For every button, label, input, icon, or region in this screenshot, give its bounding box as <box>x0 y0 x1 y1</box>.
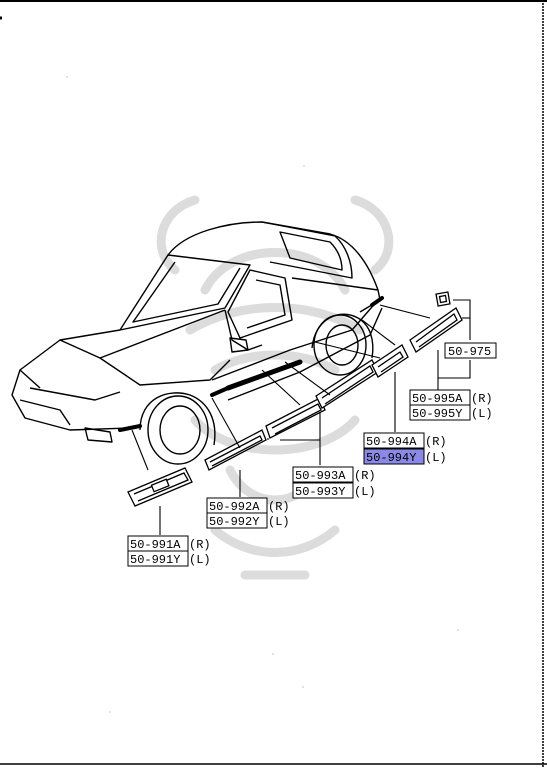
molding-piece-994 <box>371 344 409 378</box>
guide-994 <box>314 341 381 359</box>
molding-front-strip <box>118 424 142 432</box>
molding-pieces <box>127 291 463 507</box>
callout-box-995y <box>409 404 471 421</box>
part-code-992y: 50-992Y <box>209 515 259 529</box>
clip-piece-975 <box>435 291 451 307</box>
car-rear-glass-inner <box>279 231 343 271</box>
guide-994-b <box>361 319 396 346</box>
callout-992[interactable]: 50-992A (R) 50-992Y (L) <box>206 497 290 529</box>
car-side-window <box>227 269 293 339</box>
samurai-helmet-watermark-icon <box>156 195 394 580</box>
part-side-992a: (R) <box>268 500 290 514</box>
leader-lines <box>131 299 471 535</box>
callout-box-991y <box>127 550 189 567</box>
car-side-mirror <box>229 337 249 353</box>
leader-975 <box>453 299 471 340</box>
car-windshield <box>119 254 251 331</box>
part-code-994y: 50-994Y <box>366 451 416 465</box>
callout-995[interactable]: 50-995A (R) 50-995Y (L) <box>409 389 493 421</box>
car-headlight-line <box>29 387 121 401</box>
car-front-wheel-arch <box>139 392 216 446</box>
car-windshield-inner <box>132 261 241 323</box>
callout-994[interactable]: 50-994A (R) 50-994Y (L) <box>363 432 447 465</box>
car-body-illustration <box>11 221 383 465</box>
part-side-991y: (L) <box>189 553 211 567</box>
car-front-hub <box>159 405 201 455</box>
callout-box-993y <box>292 482 354 499</box>
part-code-995y: 50-995Y <box>412 407 462 421</box>
molding-piece-992 <box>204 429 267 471</box>
part-side-991a: (R) <box>189 538 211 552</box>
molding-door-strip <box>225 359 303 391</box>
molding-piece-993 <box>265 359 379 439</box>
car-hood <box>19 329 121 389</box>
part-side-992y: (L) <box>268 515 290 529</box>
body-molding-strips <box>118 296 384 432</box>
part-code-991a: 50-991A <box>130 538 181 552</box>
car-rear-glass <box>261 221 353 279</box>
molding-door-front-strip <box>210 386 230 397</box>
molding-piece-995 <box>409 307 463 353</box>
part-code-993a: 50-993A <box>295 469 346 483</box>
car-door-belt-line <box>211 299 379 381</box>
part-code-975: 50-975 <box>448 345 491 359</box>
molding-rear-strip <box>370 296 384 307</box>
car-side-window-inner <box>246 279 286 329</box>
callout-box-994a <box>363 432 425 449</box>
leader-975-995-link <box>438 360 471 379</box>
car-front-fender <box>99 357 231 386</box>
callout-991[interactable]: 50-991A (R) 50-991Y (L) <box>127 535 211 567</box>
car-fog-light <box>84 427 113 443</box>
car-rear-quarter <box>291 277 381 313</box>
part-side-995a: (R) <box>471 392 493 406</box>
part-side-994y: (L) <box>425 451 447 465</box>
car-a-pillar <box>224 309 263 351</box>
callout-box-992y <box>206 512 268 529</box>
car-roofline <box>167 221 379 291</box>
callout-box-993a <box>292 466 354 483</box>
guide-993-a <box>261 369 301 406</box>
part-side-995y: (L) <box>471 407 493 421</box>
part-side-993a: (R) <box>354 469 376 483</box>
part-code-995a: 50-995A <box>412 392 463 406</box>
car-rocker <box>227 307 383 401</box>
callout-box-975 <box>444 342 497 359</box>
part-side-994a: (R) <box>425 435 447 449</box>
guide-993-b <box>284 361 331 396</box>
callout-993[interactable]: 50-993A (R) 50-993Y (L) <box>292 466 376 499</box>
car-hood-crease <box>59 309 226 359</box>
car-front-wheel <box>147 395 209 465</box>
molding-piece-991 <box>127 467 193 507</box>
scan-specks <box>66 76 459 713</box>
highlight-box-994y <box>363 448 425 465</box>
part-code-993y: 50-993Y <box>295 485 345 499</box>
car-front-grille <box>19 399 71 426</box>
part-code-991y: 50-991Y <box>130 553 180 567</box>
callout-975[interactable]: 50-975 <box>444 342 497 359</box>
guide-995 <box>379 304 431 319</box>
guide-992 <box>211 397 241 449</box>
car-rear-hub <box>325 324 359 366</box>
part-code-992a: 50-992A <box>209 500 260 514</box>
car-rear-wheel <box>313 314 367 376</box>
part-side-993y: (L) <box>354 485 376 499</box>
guide-991 <box>131 429 149 471</box>
part-code-994a: 50-994A <box>366 435 417 449</box>
